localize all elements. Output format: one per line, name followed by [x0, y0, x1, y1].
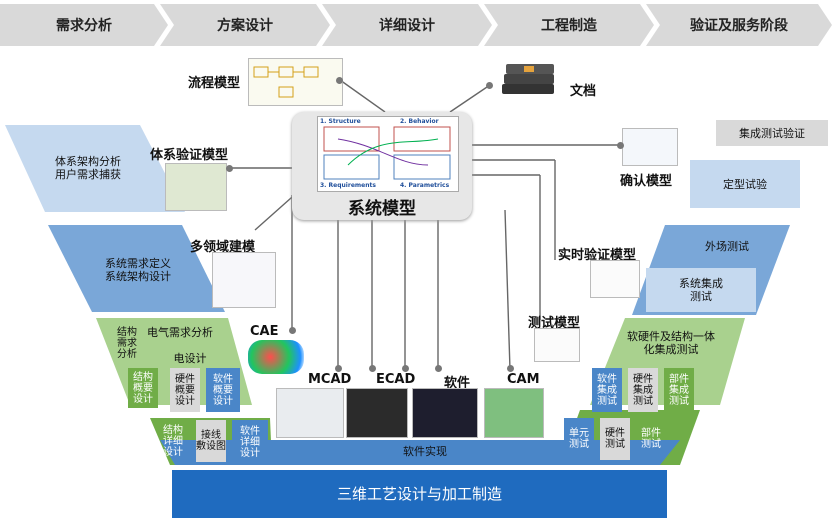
mcad-label: MCAD: [308, 372, 352, 387]
right-integration-verify: 集成测试验证: [716, 120, 828, 146]
software-impl-label: 软件实现: [403, 445, 447, 458]
right-part-test: 部件 测试: [641, 428, 661, 450]
stage-verification: 验证及服务阶段: [646, 4, 832, 46]
left-hw-outline: 硬件 概要 设计: [170, 368, 200, 412]
left-struct-detail: 结构 详细 设计: [163, 424, 183, 458]
right-type-test: 定型试验: [690, 160, 800, 208]
system-model-diagram: 1. Structure 2. Behavior 3. Requirements…: [317, 116, 459, 192]
cae-label: CAE: [250, 324, 279, 339]
left-sys-req: 系统需求定义 系统架构设计: [105, 257, 171, 283]
test-model-label: 测试模型: [528, 316, 581, 331]
right-sw-integration: 软件 集成 测试: [592, 368, 622, 412]
connector-dot: [369, 365, 376, 372]
process-model-label: 流程模型: [188, 76, 241, 91]
multidomain-thumbnail: [212, 252, 276, 308]
software-model-label: 软件: [444, 376, 471, 391]
document-label: 文档: [570, 84, 597, 99]
model-lines: [323, 126, 451, 180]
realtime-model-label: 实时验证模型: [558, 248, 637, 263]
left-struct-outline: 结构 概要 设计: [128, 368, 158, 408]
connector-dot: [226, 165, 233, 172]
cae-thumbnail: [248, 340, 304, 374]
left-wiring: 接线 敷设图: [196, 420, 226, 462]
manufacture-label: 三维工艺设计与加工制造: [336, 485, 502, 503]
connector-dot: [289, 327, 296, 334]
left-struct-req: 结构 需求 分析: [117, 326, 137, 360]
stage-requirements: 需求分析: [0, 4, 168, 46]
right-hw-sw-integration: 软硬件及结构一体 化集成测试: [627, 330, 715, 356]
left-sw-detail: 软件 详细 设计: [232, 420, 268, 464]
right-part-integration: 部件 集成 测试: [664, 368, 694, 412]
cam-thumbnail: [484, 388, 544, 438]
ecad-label: ECAD: [376, 372, 416, 387]
left-sw-outline: 软件 概要 设计: [206, 368, 240, 412]
connector-dot: [335, 365, 342, 372]
cam-label: CAM: [507, 372, 540, 387]
quadrant-structure: 1. Structure: [320, 118, 361, 125]
mcad-thumbnail: [276, 388, 344, 438]
system-model-label: 系统模型: [348, 199, 416, 219]
multidomain-model-label: 多领域建模: [190, 240, 256, 255]
realtime-thumbnail: [590, 260, 640, 298]
quadrant-parametrics: 4. Parametrics: [400, 182, 450, 189]
connector-dot: [336, 77, 343, 84]
stage-detailed-design: 详细设计: [322, 4, 492, 46]
left-arch-analysis: 体系架构分析 用户需求捕获: [55, 155, 121, 181]
stage-engineering: 工程制造: [484, 4, 654, 46]
right-field-test: 外场测试: [705, 239, 749, 253]
quadrant-behavior: 2. Behavior: [400, 118, 439, 125]
confirm-model-label: 确认模型: [620, 174, 673, 189]
left-elec-design: 电设计: [173, 351, 207, 365]
right-hw-integration: 硬件 集成 测试: [628, 368, 658, 412]
document-icon: [500, 60, 558, 104]
connector-dot: [507, 365, 514, 372]
sysverify-thumbnail: [165, 163, 227, 211]
quadrant-requirements: 3. Requirements: [320, 182, 376, 189]
process-model-thumbnail: [248, 58, 343, 106]
connector-dot: [486, 82, 493, 89]
connector-dot: [402, 365, 409, 372]
connector-dot: [435, 365, 442, 372]
software-thumbnail: [412, 388, 478, 438]
right-unit-test: 单元 测试: [564, 418, 594, 460]
test-model-thumbnail: [534, 328, 580, 362]
ecad-thumbnail: [346, 388, 408, 438]
sysverify-model-label: 体系验证模型: [150, 148, 229, 163]
right-hw-test: 硬件 测试: [600, 418, 630, 460]
connector-dot: [617, 142, 624, 149]
left-elec-req: 电气需求分析: [147, 325, 213, 339]
stage-scheme-design: 方案设计: [160, 4, 330, 46]
right-sys-integration: 系统集成 测试: [646, 268, 756, 312]
confirm-model-thumbnail: [622, 128, 678, 166]
